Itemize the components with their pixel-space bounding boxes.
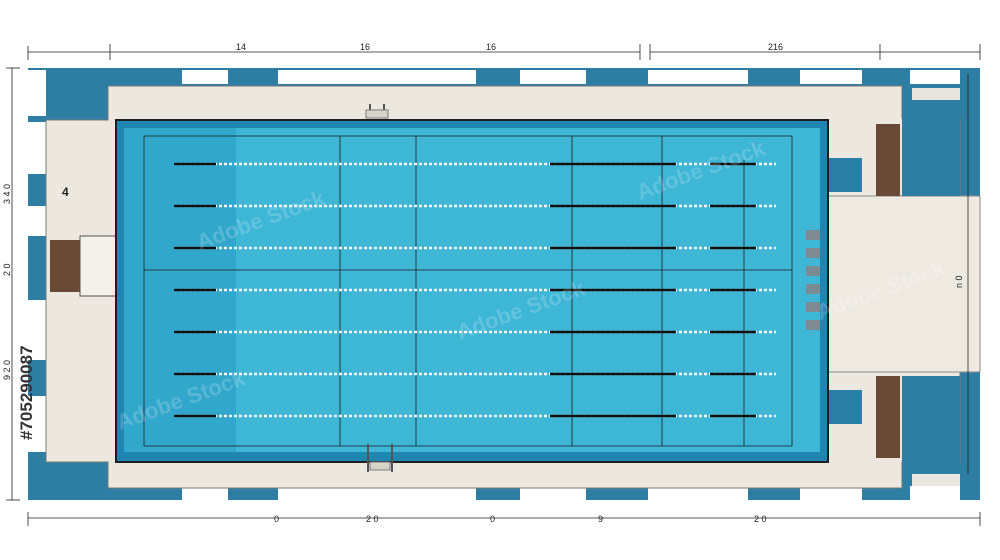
dim-left-3: 9 2 0 [2,360,12,380]
dim-top-4: 216 [768,42,783,52]
lane-ropes [174,162,776,418]
room-top-right [902,88,960,196]
dim-bottom-5: 2 0 [754,514,767,524]
room-bottom-right [902,376,960,486]
dim-left-2: 2 0 [2,263,12,276]
watermark-id: #705290087 [17,345,36,440]
dim-right-1: n 0 [954,275,964,288]
dim-bottom-2: 2 0 [366,514,379,524]
bench-bottom-right [876,376,900,458]
bench-top-right [876,124,900,196]
bench-left [50,235,127,297]
ladder-bottom [367,444,393,472]
dim-left-1: 3 4 0 [2,184,12,204]
dim-bottom-3: 0 [490,514,495,524]
dim-top-1: 14 [236,42,246,52]
dimension-lines [6,44,981,526]
starting-blocks [806,230,820,330]
white-border-segments [28,70,960,500]
dim-bottom-1: 0 [274,514,279,524]
dim-top-3: 16 [486,42,496,52]
ladder-top [365,104,389,119]
dim-bottom-4: 9 [598,514,603,524]
dim-top-2: 16 [360,42,370,52]
pool-marker-label: 4 [62,185,69,199]
